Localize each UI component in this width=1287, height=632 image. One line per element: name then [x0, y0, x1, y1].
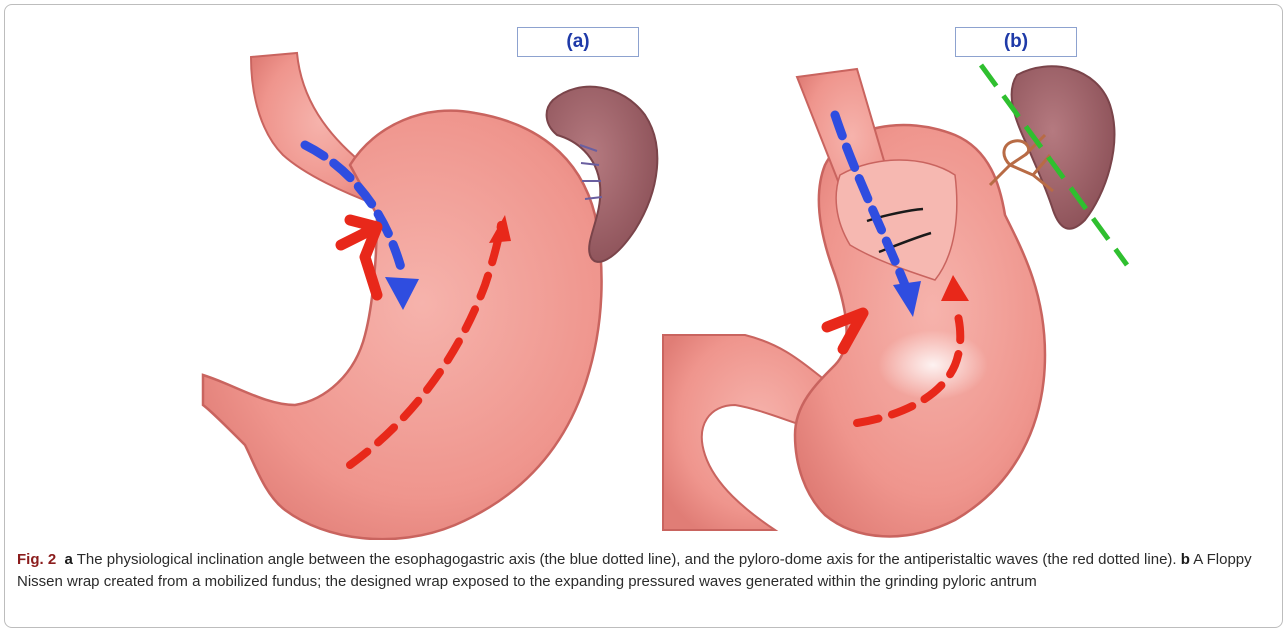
panel-a-label: (a)	[517, 27, 639, 57]
caption-part-a-text: The physiological inclination angle betw…	[73, 551, 1181, 568]
figure-caption: Fig. 2 a The physiological inclination a…	[17, 549, 1272, 593]
stomach-a	[203, 111, 602, 540]
angle-marker-a	[341, 220, 377, 295]
figure-illustration	[5, 5, 1283, 540]
panel-b-label: (b)	[955, 27, 1077, 57]
panel-a-illustration	[203, 53, 657, 539]
caption-part-a-letter: a	[65, 551, 73, 568]
figure-frame: (a) (b) Fig. 2 a The physiological incli…	[4, 4, 1283, 628]
panel-b-illustration	[663, 65, 1127, 536]
caption-figure-label: Fig. 2	[17, 551, 56, 568]
caption-part-b-letter: b	[1181, 551, 1190, 568]
